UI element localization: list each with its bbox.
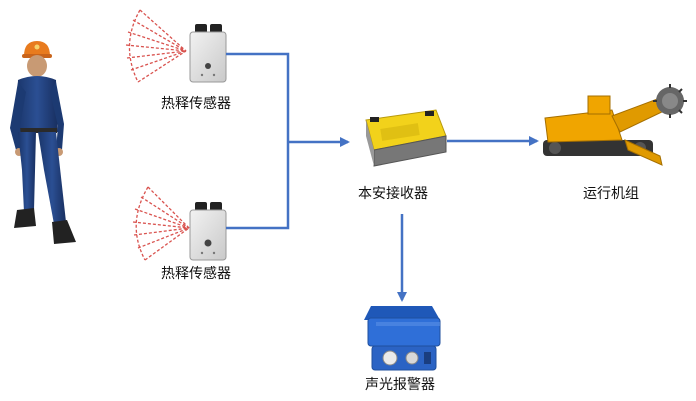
sensor-top-label: 热释传感器 [161,96,231,112]
sensor-bottom-label: 热释传感器 [161,266,231,282]
edge-sensor-bottom-to-receiver [226,142,290,230]
sensor-bottom-device-icon [189,202,227,261]
receiver-label: 本安接收器 [358,186,428,202]
alarm-device-icon [364,306,441,371]
miner-figure-icon [10,41,76,244]
connector-lines [226,52,539,302]
edge-sensor-top-to-receiver [226,52,290,142]
machine-label: 运行机组 [583,186,639,202]
receiver-device-icon [365,109,447,167]
machine-icon [543,84,687,166]
sensor-top-device-icon [189,24,227,83]
sensor-top-beam-icon [125,9,187,83]
alarm-label: 声光报警器 [365,377,435,393]
sensor-bottom-beam-icon [132,186,190,261]
